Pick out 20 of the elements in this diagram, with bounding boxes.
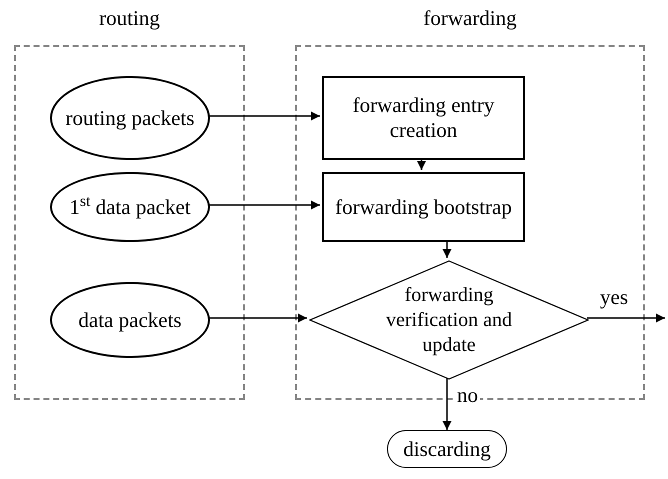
node-label: routing packets — [64, 106, 196, 130]
arrow — [417, 158, 426, 170]
arrow — [442, 378, 452, 430]
arrow — [587, 314, 665, 322]
node-label: forwarding entry creation — [352, 93, 496, 143]
group-heading: routing — [98, 5, 161, 31]
arrow — [208, 112, 320, 120]
arrow — [208, 200, 320, 210]
arrow — [442, 240, 452, 258]
process-box — [322, 172, 525, 242]
arrow — [208, 314, 307, 322]
node-label: data packets — [77, 308, 183, 332]
process-box — [322, 76, 525, 160]
node-label: discarding — [402, 436, 492, 462]
node-label: forwarding verification and update — [384, 282, 514, 358]
terminal-box — [387, 430, 507, 468]
node-label: 1$^{st}$ data packet — [68, 194, 192, 220]
decision-diamond — [309, 260, 589, 380]
group-heading: forwarding — [422, 5, 518, 31]
node-label: forwarding bootstrap — [334, 194, 513, 220]
